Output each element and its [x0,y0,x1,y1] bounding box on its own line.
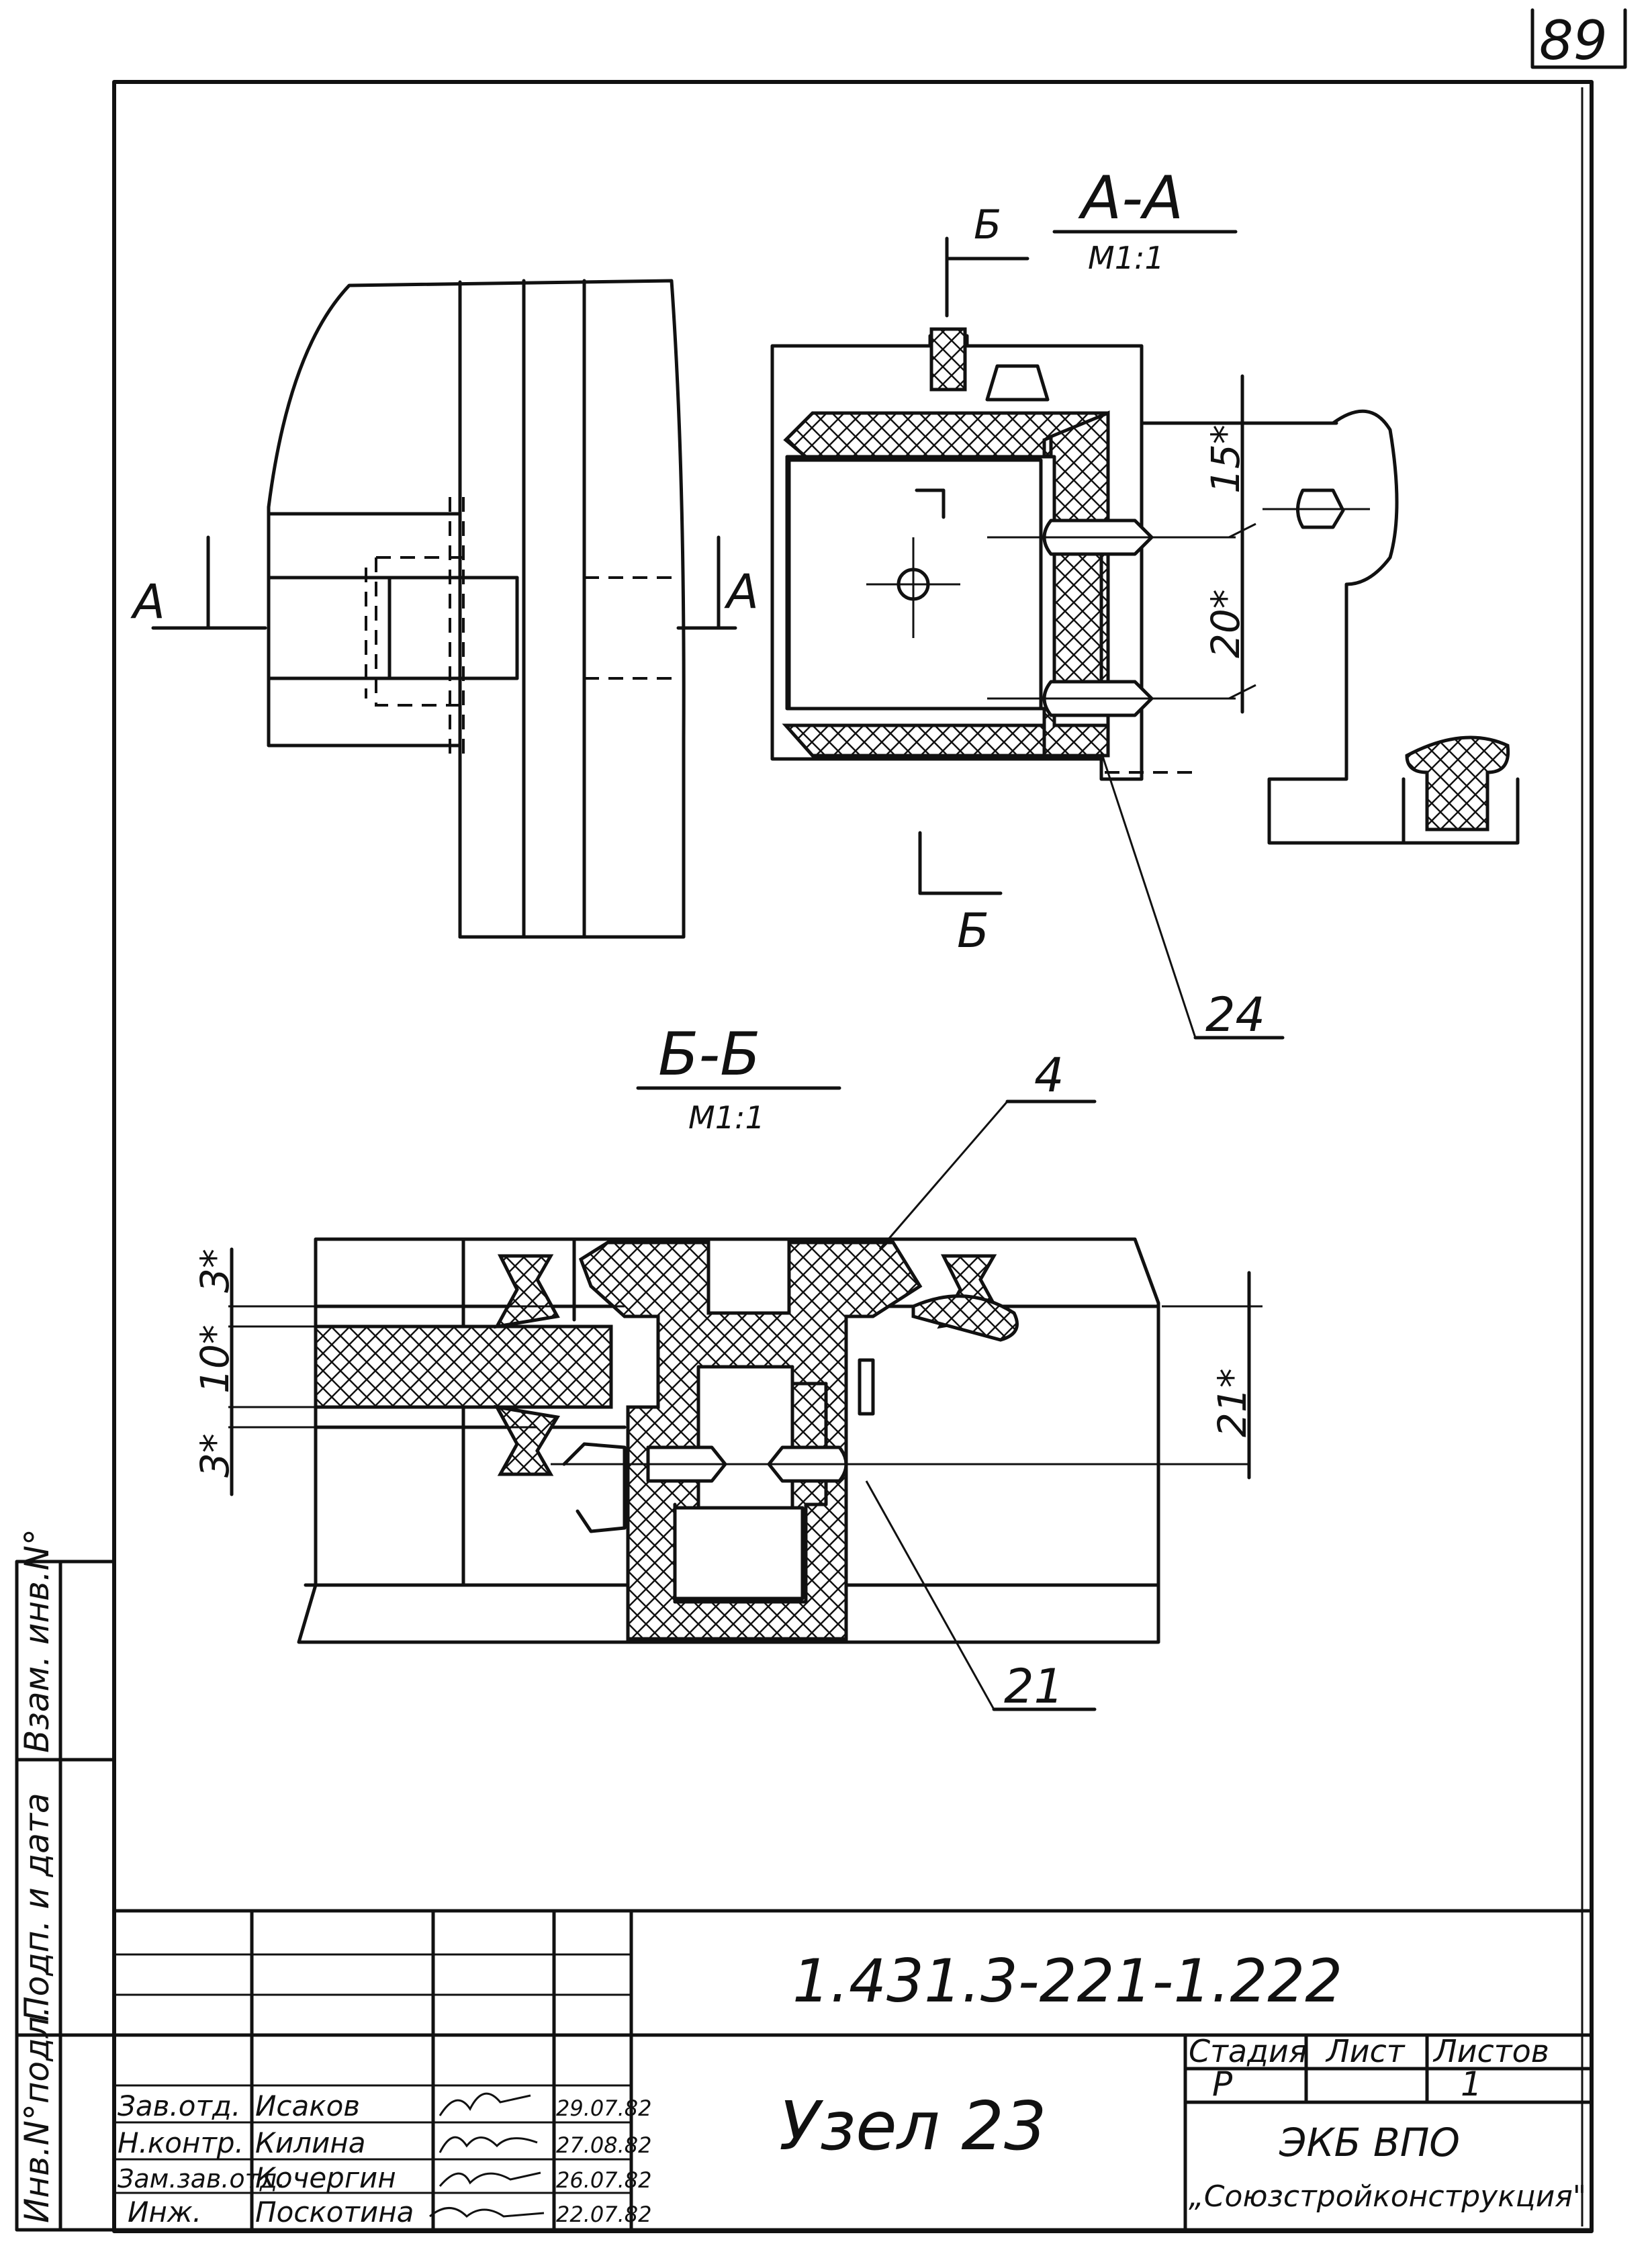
row-role: Зав.отд. [118,2089,240,2122]
sheet-number: 89 [1539,9,1608,72]
section-bb-title: Б-Б [658,1020,761,1089]
sheet-header: Лист [1325,2033,1406,2069]
stage-value: Р [1212,2065,1233,2104]
dimension-aa-upper: 15* [1203,424,1248,494]
row-role: Инж. [128,2196,201,2228]
signature [439,2092,531,2116]
screw-upper [987,519,1236,556]
row-name: Поскотина [255,2196,414,2228]
dimension-bb-bottom: 3* [192,1433,238,1478]
callout-24: 24 [1205,987,1265,1042]
signature [439,2171,541,2187]
row-date: 29.07.82 [556,2096,652,2121]
row-role: Зам.зав.отд. [118,2164,285,2194]
cut-mark-b-top: Б [974,201,1001,249]
side-stamp-col3: Взам. инв.N° [17,1529,56,1753]
dimension-bb-mid: 10* [192,1324,238,1394]
cut-mark-b-bottom: Б [957,903,989,958]
stage-header: Стадия [1189,2033,1307,2069]
elevation-view: А А [130,279,759,939]
sheet-number-box: 89 [1530,8,1627,72]
row-name: Исаков [255,2089,360,2122]
side-stamp: Инв.N°подл. Подп. и дата Взам. инв.N° [15,1529,116,2232]
row-role: Н.контр. [118,2126,244,2159]
dimension-bb-top: 3* [192,1249,238,1293]
callout-4: 4 [1034,1048,1064,1103]
side-stamp-col1: Инв.N°подл. [17,2006,56,2223]
section-aa-scale: М1:1 [1088,240,1164,276]
section-aa-title: А-А [1078,163,1183,232]
section-aa: А-А М1:1 Б Б [770,163,1520,1042]
dimension-bb-right: 21* [1209,1368,1255,1437]
org-line2: „Союзстройконструкция" [1189,2179,1586,2214]
side-stamp-col2: Подп. и дата [17,1793,56,2022]
signature [439,2136,538,2153]
sheets-header: Листов [1432,2033,1549,2069]
row-date: 26.07.82 [556,2167,652,2193]
callout-21: 21 [1004,1659,1064,1714]
row-name: Кочергин [255,2161,396,2194]
title-block: 1.431.3-221-1.222 Узел 23 Стадия Лист Ли… [112,1909,1594,2232]
drawing-frame [112,80,1594,2233]
section-bb: Б-Б М1:1 3* [192,1020,1263,1714]
section-bb-scale: М1:1 [688,1099,765,1136]
signature [429,2207,545,2218]
row-name: Килина [255,2126,365,2159]
drawing-title: Узел 23 [779,2087,1047,2165]
row-date: 27.08.82 [556,2132,652,2158]
org-line1: ЭКБ ВПО [1279,2120,1460,2165]
row-date: 22.07.82 [556,2202,652,2227]
dimension-aa-lower: 20* [1203,589,1248,658]
sheets-value: 1 [1461,2065,1482,2104]
screw-lower [987,680,1236,717]
cut-mark-a-left: А [130,574,165,629]
cut-mark-a-right: А [724,564,759,619]
document-code: 1.431.3-221-1.222 [792,1946,1342,2016]
